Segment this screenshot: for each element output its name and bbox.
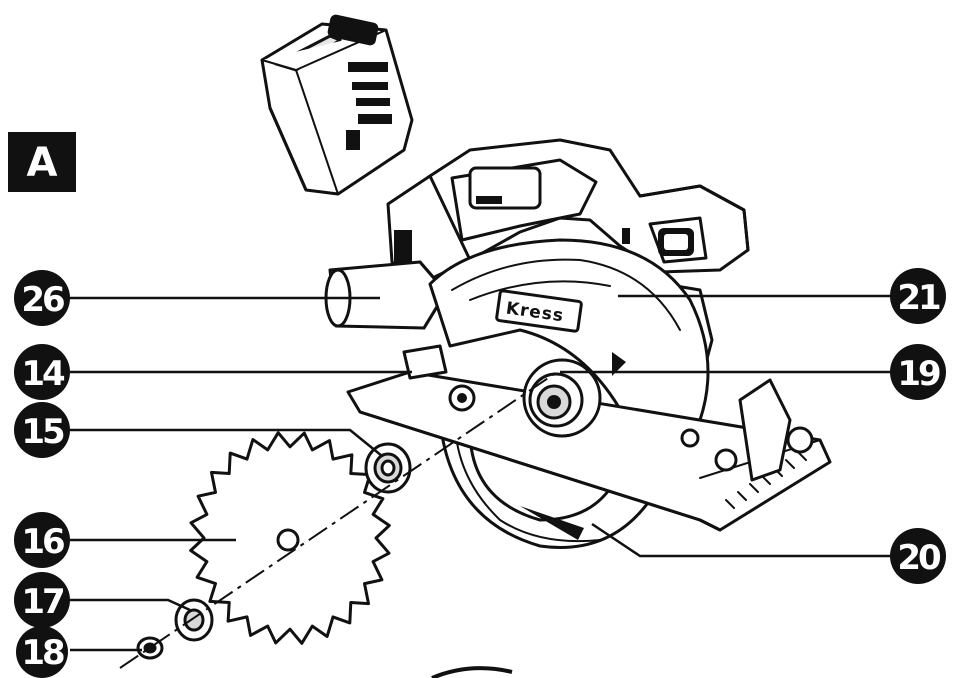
callout-26: 26	[14, 270, 70, 326]
assembly-axis-line	[119, 369, 561, 669]
callout-20: 20	[890, 528, 946, 584]
callout-21: 21	[890, 268, 946, 324]
svg-text:26: 26	[21, 280, 64, 320]
saw-body: Kress	[324, 138, 832, 549]
callout-14: 14	[14, 344, 70, 400]
svg-text:16: 16	[21, 522, 64, 562]
callout-19: 19	[890, 344, 946, 400]
leader-20	[591, 522, 892, 558]
callout-16: 16	[14, 512, 70, 568]
panel-label-text: A	[27, 140, 58, 186]
callout-18: 18	[16, 626, 68, 678]
leader-17	[70, 598, 191, 612]
svg-text:19: 19	[897, 354, 940, 394]
leader-lines	[68, 294, 892, 652]
svg-text:20: 20	[897, 538, 941, 578]
svg-text:14: 14	[21, 354, 65, 394]
svg-text:21: 21	[897, 278, 940, 318]
partial-component	[431, 666, 513, 678]
leader-15	[70, 428, 383, 457]
svg-text:18: 18	[21, 633, 64, 673]
svg-text:17: 17	[21, 582, 63, 622]
battery-pack	[260, 14, 414, 196]
callout-17: 17	[14, 572, 70, 628]
callout-15: 15	[14, 402, 70, 458]
outer-flange	[364, 442, 412, 494]
saw-blade	[189, 431, 391, 645]
panel-label: A	[8, 132, 76, 192]
svg-text:15: 15	[21, 412, 64, 452]
